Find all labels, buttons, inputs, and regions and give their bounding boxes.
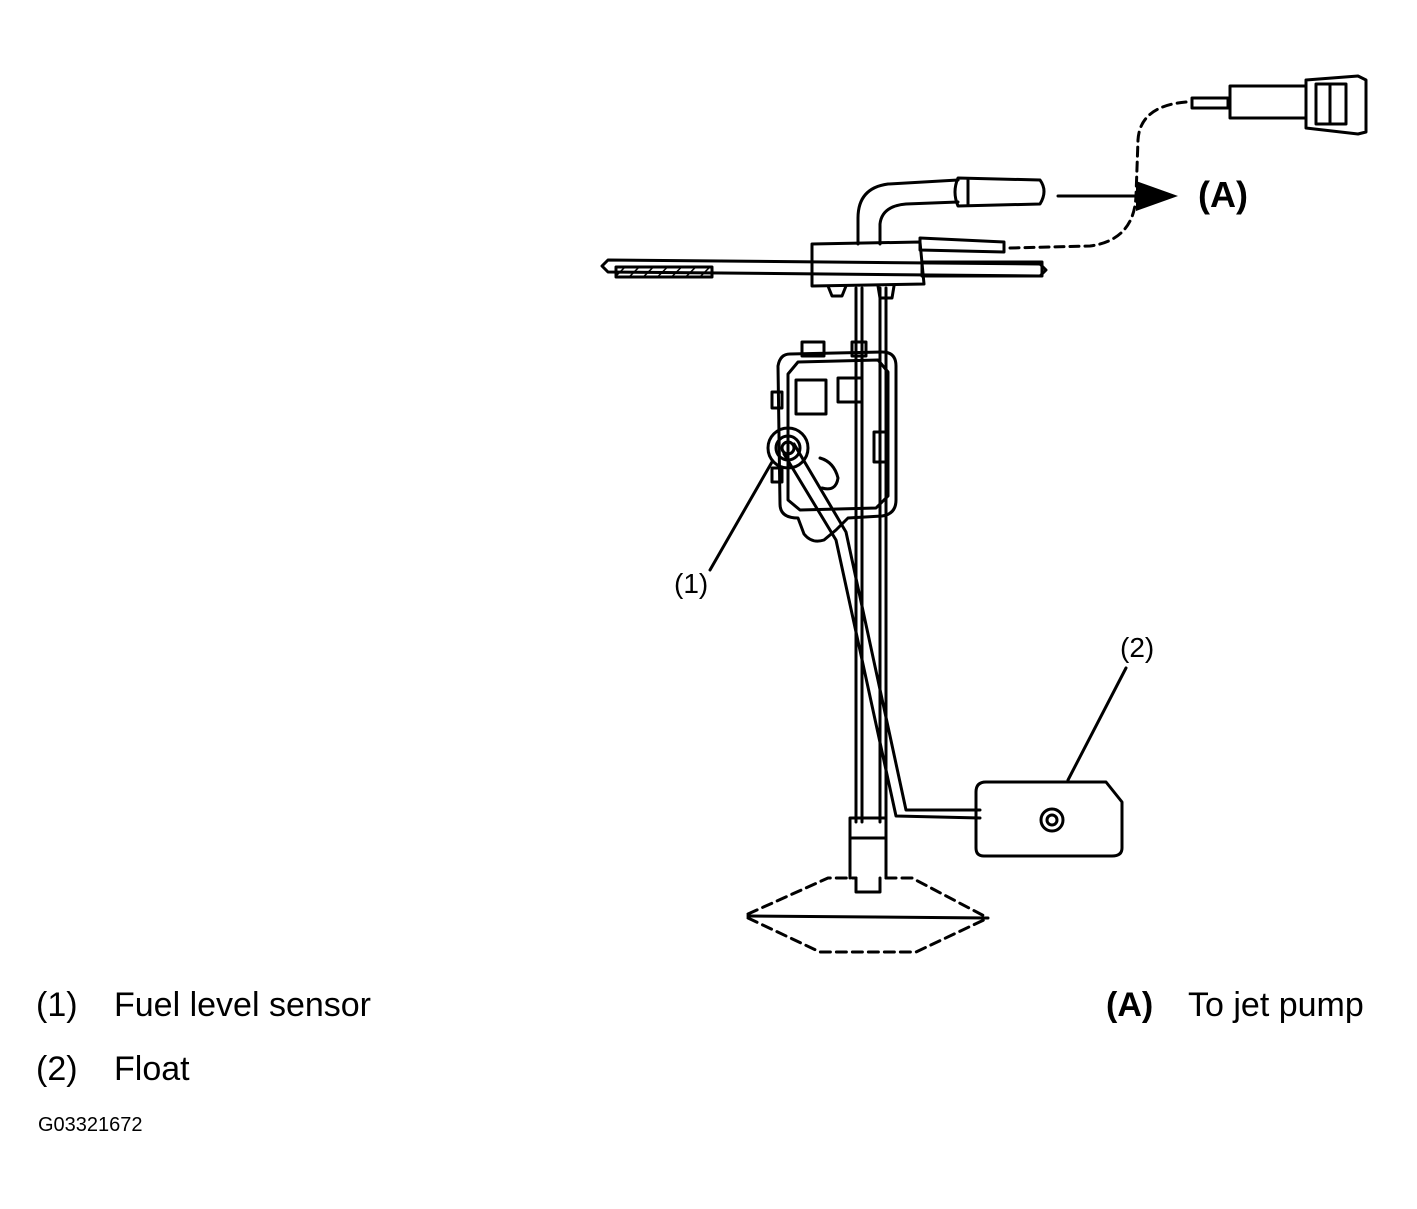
float xyxy=(974,780,1124,858)
legend-key: (2) xyxy=(36,1050,78,1088)
callout-2: (2) xyxy=(1120,632,1155,663)
leader-line-1 xyxy=(708,460,774,572)
leader-line-2 xyxy=(1066,666,1128,782)
legend-item-1: (1) Fuel level sensor xyxy=(36,986,371,1025)
wire-harness xyxy=(918,96,1230,254)
callout-1: (1) xyxy=(674,568,709,599)
legend-item-a: (A) To jet pump xyxy=(1106,986,1364,1025)
figure-id: G03321672 xyxy=(38,1114,143,1136)
legend-text: Fuel level sensor xyxy=(114,986,372,1024)
legend-text: Float xyxy=(114,1050,190,1088)
float-arm xyxy=(782,442,982,820)
fuel-pickup xyxy=(746,816,990,954)
sender-rods xyxy=(854,286,888,824)
mounting-flange xyxy=(600,240,1048,300)
legend-text: To jet pump xyxy=(1188,986,1364,1024)
fuel-level-sensor-housing xyxy=(766,340,898,543)
legend-item-2: (2) Float xyxy=(36,1050,190,1089)
legend-key: (A) xyxy=(1106,986,1154,1024)
legend-key: (1) xyxy=(36,986,78,1024)
callout-a: (A) xyxy=(1198,174,1248,215)
outlet-pipe xyxy=(856,176,1046,246)
electrical-connector xyxy=(1228,74,1368,136)
